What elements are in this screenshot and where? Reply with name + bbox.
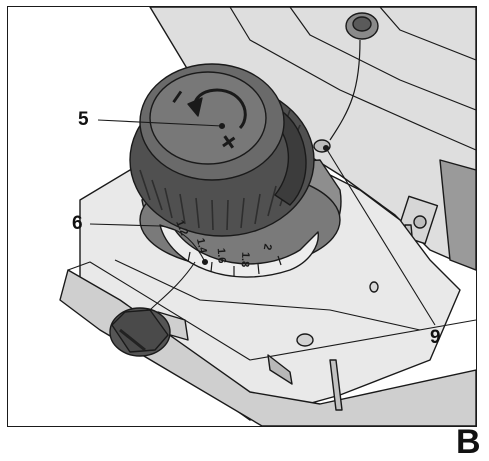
front-hole xyxy=(369,281,379,293)
front-screw-grip xyxy=(111,309,169,353)
depth-scale-label: 1.8 xyxy=(239,252,252,268)
leader-line-5 xyxy=(97,119,223,127)
rear-housing-top-ridge xyxy=(229,7,476,151)
front-screw-slot xyxy=(119,328,146,352)
rotation-arrow-icon xyxy=(193,88,247,130)
callout-9: 9 xyxy=(430,327,441,348)
depth-scale-label: 1.6 xyxy=(215,248,228,264)
cable-line xyxy=(329,39,361,141)
front-body-edge xyxy=(114,259,421,331)
callout-6: 6 xyxy=(72,213,83,234)
top-cap-inner xyxy=(352,16,372,32)
side-screw xyxy=(413,215,427,229)
base-plate-top-edge xyxy=(67,261,476,361)
depth-scale-ticks xyxy=(187,251,282,276)
front-screw-line xyxy=(149,261,196,311)
depth-dial-ring xyxy=(159,224,319,278)
leader-line-9 xyxy=(325,147,436,326)
rear-housing-ridge-2 xyxy=(289,7,476,111)
leader-dot-6 xyxy=(201,258,209,266)
leader-dot-9 xyxy=(322,144,330,152)
base-hole xyxy=(296,333,314,347)
base-slot-1 xyxy=(267,354,293,385)
callout-5: 5 xyxy=(78,109,89,130)
leader-lines xyxy=(89,119,436,326)
figure-frame xyxy=(7,6,477,427)
base-slot-2 xyxy=(329,359,343,411)
depth-scale-label: 2 xyxy=(261,243,274,251)
rear-housing-ridge-3 xyxy=(379,7,476,61)
panel-letter: B xyxy=(456,423,481,461)
depth-scale: 1.2 1.4 1.6 1.8 2 xyxy=(173,219,273,268)
rotation-arrowhead-icon xyxy=(187,97,203,117)
side-dark-panel xyxy=(439,159,476,271)
depth-scale-label: 1.2 xyxy=(173,219,190,238)
depth-scale-label: 1.4 xyxy=(194,237,209,255)
knob-side-shadow xyxy=(269,109,307,206)
leader-dot-5 xyxy=(218,122,226,130)
leader-line-6 xyxy=(89,223,206,263)
